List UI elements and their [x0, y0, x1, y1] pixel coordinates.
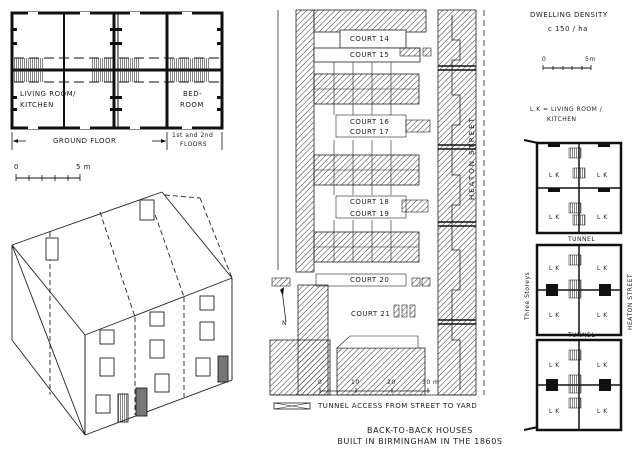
scale-zero: 0 — [14, 163, 19, 171]
caption-line-2: BUILT IN BIRMINGHAM IN THE 1860s — [337, 437, 503, 446]
lk-label: L K — [597, 362, 608, 369]
right-scale-end: 5m — [585, 56, 596, 63]
lk-label: L K — [549, 214, 560, 221]
site-plan — [269, 9, 485, 410]
court-21-label: COURT 21 — [351, 310, 391, 318]
court-15-label: COURT 15 — [350, 51, 390, 59]
court-19-label: COURT 19 — [350, 210, 390, 218]
density-title: DWELLING DENSITY — [530, 11, 608, 19]
court-16-label: COURT 16 — [350, 118, 390, 126]
heaton-street-label: HEATON STREET — [468, 116, 476, 200]
floor-plan — [10, 11, 224, 181]
ground-floor-label: GROUND FLOOR — [53, 137, 117, 145]
room-label-bed: BED- — [183, 90, 203, 98]
lk-label: L K — [549, 172, 560, 179]
court-20-label: COURT 20 — [350, 276, 390, 284]
court-17-label: COURT 17 — [350, 128, 390, 136]
court-14-label: COURT 14 — [350, 35, 390, 43]
room-label-living: LIVING ROOM/ — [20, 90, 76, 98]
right-scale-zero: 0 — [542, 56, 547, 63]
lk-legend-1: L.K = LIVING ROOM / — [530, 106, 603, 113]
tunnel-label: TUNNEL — [568, 236, 596, 243]
upper-floors-label-1: 1st and 2nd — [172, 132, 214, 139]
site-scale-0: 0 — [318, 379, 323, 386]
lk-label: L K — [549, 265, 560, 272]
scale-end: 5 m — [76, 163, 91, 171]
caption: BACK-TO-BACK HOUSES BUILT IN BIRMINGHAM … — [300, 425, 540, 447]
site-scale-10: 10 — [351, 379, 360, 386]
tunnel-label: TUNNEL — [568, 332, 596, 339]
room-label-room: ROOM — [180, 101, 204, 109]
site-scale-30: 30 m — [422, 379, 440, 386]
north-label: N — [282, 320, 287, 327]
lk-label: L K — [549, 312, 560, 319]
right-street-label: HEATON STREET — [627, 273, 634, 330]
lk-label: L K — [597, 312, 608, 319]
caption-line-1: BACK-TO-BACK HOUSES — [367, 426, 473, 435]
legend-text: TUNNEL ACCESS FROM STREET TO YARD — [318, 402, 478, 410]
room-label-kitchen: KITCHEN — [20, 101, 54, 109]
lk-label: L K — [549, 362, 560, 369]
right-floor-plans — [523, 65, 623, 432]
lk-legend-2: KITCHEN — [547, 116, 577, 123]
storeys-label: Three Storeys — [524, 271, 531, 320]
lk-label: L K — [597, 408, 608, 415]
lk-label: L K — [597, 265, 608, 272]
lk-label: L K — [549, 408, 560, 415]
density-value: c 150 / ha — [548, 25, 588, 33]
court-18-label: COURT 18 — [350, 198, 390, 206]
upper-floors-label-2: FLOORS — [180, 141, 208, 148]
lk-label: L K — [597, 214, 608, 221]
site-scale-20: 20 — [387, 379, 396, 386]
isometric-house — [11, 191, 233, 436]
lk-label: L K — [597, 172, 608, 179]
